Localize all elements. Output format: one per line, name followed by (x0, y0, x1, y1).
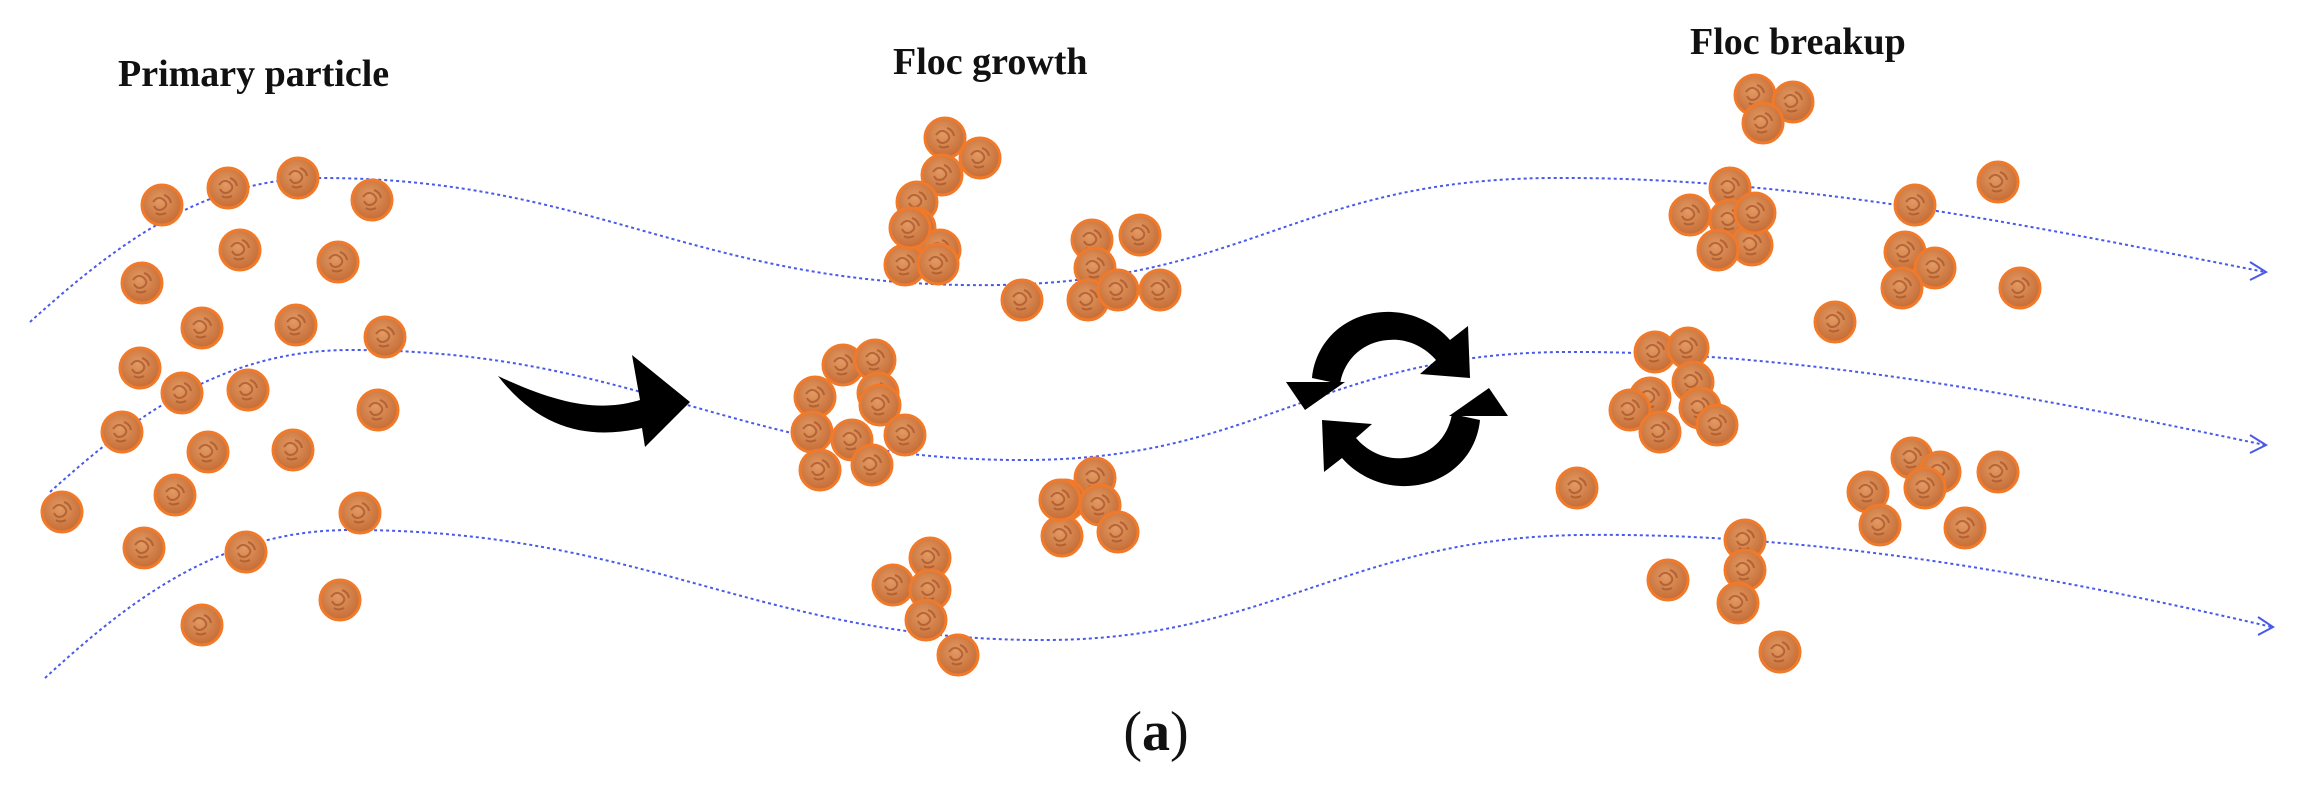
particle (1040, 514, 1084, 558)
particle (1695, 403, 1739, 447)
particle (1913, 246, 1957, 290)
particle (1096, 510, 1140, 554)
particle (318, 578, 362, 622)
particle (224, 530, 268, 574)
flow-arrowheads (2249, 261, 2275, 636)
particle (1038, 478, 1082, 522)
particle (958, 136, 1002, 180)
particle (140, 183, 184, 227)
flow-line-middle (49, 348, 2266, 493)
label-floc-growth: Floc growth (893, 41, 1088, 83)
particle (122, 526, 166, 570)
particle (883, 413, 927, 457)
particle (206, 166, 250, 210)
particle (338, 491, 382, 535)
particle (798, 448, 842, 492)
flow-arrowhead-top (2249, 261, 2269, 281)
particle (916, 242, 960, 286)
particle (218, 228, 262, 272)
flow-line-bottom (44, 528, 2273, 679)
particle (1638, 410, 1682, 454)
particle (160, 371, 204, 415)
label-floc-breakup: Floc breakup (1690, 21, 1906, 63)
particle (1858, 503, 1902, 547)
particle (1741, 101, 1785, 145)
particle (1138, 268, 1182, 312)
particle (118, 346, 162, 390)
particle (276, 156, 320, 200)
particles-layer (40, 73, 2042, 677)
label-primary-particle: Primary particle (118, 53, 390, 95)
particle (1000, 278, 1044, 322)
particle (1733, 191, 1777, 235)
particle (271, 428, 315, 472)
particle (1633, 330, 1677, 374)
particle (1998, 266, 2042, 310)
particle (363, 315, 407, 359)
particle (180, 306, 224, 350)
particle (1880, 266, 1924, 310)
particle (120, 261, 164, 305)
flow-arrowhead-middle (2249, 434, 2269, 454)
particle (888, 206, 932, 250)
particle (908, 536, 952, 580)
particle (1976, 160, 2020, 204)
particle (1118, 213, 1162, 257)
curved-right-arrow-icon (498, 355, 690, 447)
particle (153, 473, 197, 517)
particle (1668, 193, 1712, 237)
particle (1976, 450, 2020, 494)
particle (40, 490, 84, 534)
particle (1943, 506, 1987, 550)
particle (904, 598, 948, 642)
particle (226, 368, 270, 412)
particle (858, 383, 902, 427)
flow-lines (29, 176, 2273, 679)
particle (316, 240, 360, 284)
particle (180, 603, 224, 647)
particle (1758, 630, 1802, 674)
particle (1096, 268, 1140, 312)
particle (790, 410, 834, 454)
particle (871, 563, 915, 607)
particle (356, 388, 400, 432)
particle (923, 116, 967, 160)
caption-open: ( (1123, 701, 1142, 763)
particle (850, 443, 894, 487)
particle (1646, 558, 1690, 602)
particle (1813, 300, 1857, 344)
caption-close: ) (1170, 701, 1189, 763)
figure-caption: (a) (1123, 700, 1188, 764)
flow-line-top (29, 176, 2266, 323)
particle (1903, 466, 1947, 510)
particle (1771, 80, 1815, 124)
particle (1608, 388, 1652, 432)
refresh-cycle-icon (1286, 311, 1508, 487)
particle (1716, 581, 1760, 625)
particle (100, 410, 144, 454)
particle (1893, 183, 1937, 227)
particle (1555, 466, 1599, 510)
flow-arrowhead-bottom (2257, 616, 2275, 636)
particle (936, 633, 980, 677)
caption-letter: a (1142, 701, 1170, 763)
particle (274, 303, 318, 347)
particle (350, 178, 394, 222)
particle (186, 430, 230, 474)
particle (920, 153, 964, 197)
particle (1696, 228, 1740, 272)
